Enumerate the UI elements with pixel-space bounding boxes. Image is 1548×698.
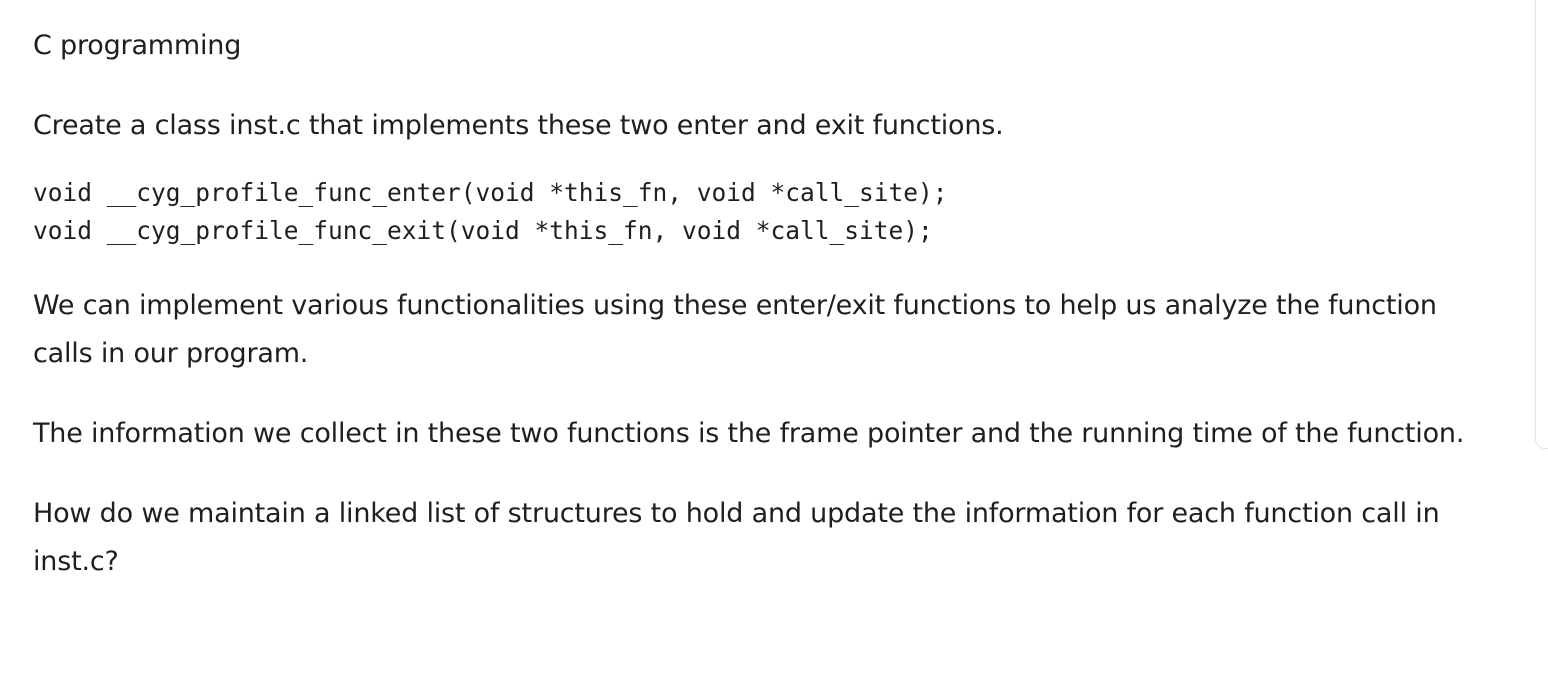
intro-paragraph: Create a class inst.c that implements th… <box>33 110 1004 141</box>
code-block: void __cyg_profile_func_enter(void *this… <box>33 174 1473 250</box>
code-line-exit: void __cyg_profile_func_exit(void *this_… <box>33 216 933 245</box>
paragraph-information: The information we collect in these two … <box>33 418 1465 449</box>
code-line-enter: void __cyg_profile_func_enter(void *this… <box>33 178 948 207</box>
paragraph-question: How do we maintain a linked list of stru… <box>33 498 1440 577</box>
scrollbar-track[interactable] <box>1535 0 1548 449</box>
document-body: C programming Create a class inst.c that… <box>33 22 1473 618</box>
paragraph-functionalities: We can implement various functionalities… <box>33 290 1437 369</box>
document-title: C programming <box>33 30 242 61</box>
